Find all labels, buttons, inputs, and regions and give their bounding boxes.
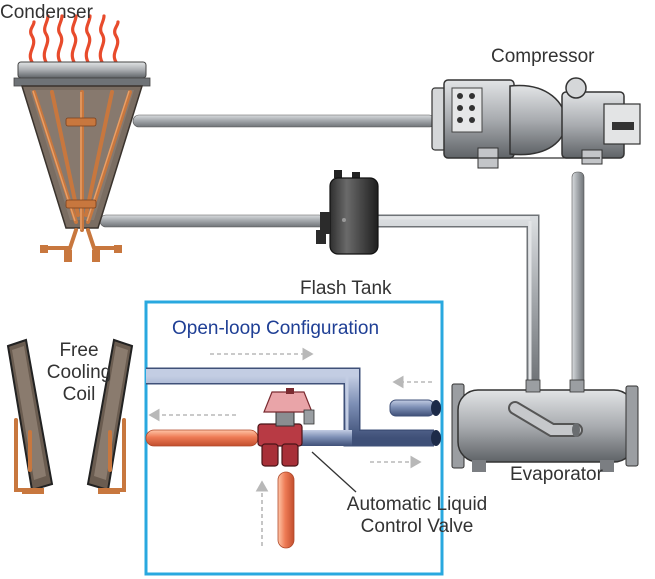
evaporator-icon [451, 379, 639, 472]
flash-tank-label: Flash Tank [300, 278, 392, 299]
compressor-icon [431, 77, 641, 169]
condenser-icon [13, 61, 151, 262]
free-cooling-coil-line-1: Free [59, 340, 99, 361]
liquid-line-pipe [99, 214, 326, 228]
flash-tank-icon [316, 170, 379, 255]
heat-flames-icon [28, 14, 120, 64]
free-cooling-coil-line-2: Cooling [46, 362, 112, 383]
compressor-label: Compressor [491, 46, 595, 67]
valve-leader-line [311, 451, 357, 493]
flow-arrows [148, 347, 432, 546]
free-cooling-coil-label: Free Cooling Coil [44, 340, 114, 406]
open-loop-label: Open-loop Configuration [172, 318, 380, 339]
copper-supply-pipe [145, 429, 259, 447]
valve-label-line-2: Control Valve [360, 516, 474, 537]
evaporator-label: Evaporator [510, 464, 603, 485]
open-loop-pipes [146, 367, 441, 447]
valve-label: Automatic Liquid Control Valve [322, 494, 512, 538]
control-valve-icon [257, 388, 315, 467]
free-cooling-coil-icon [6, 338, 134, 494]
free-cooling-coil-line-3: Coil [62, 384, 96, 405]
valve-label-line-1: Automatic Liquid [346, 494, 488, 515]
condenser-label: Condenser [0, 2, 93, 23]
suction-pipe [571, 171, 585, 393]
copper-riser-pipe [277, 471, 295, 549]
discharge-pipe [132, 114, 436, 128]
